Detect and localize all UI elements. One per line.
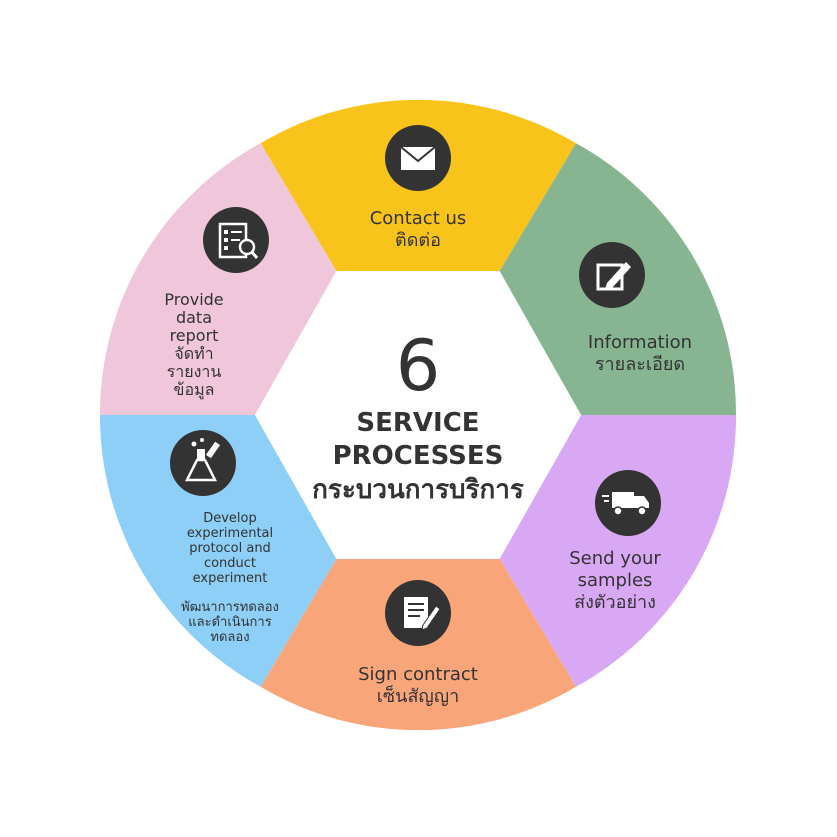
step-label-line: และดำเนินการ (188, 615, 271, 630)
step-label-line: data (176, 308, 212, 327)
contract-icon (385, 580, 451, 646)
step-label-line: report (170, 326, 219, 345)
envelope-icon (385, 125, 451, 191)
step-contact-us-label: Contact usติดต่อ (370, 208, 467, 251)
step-label-line: Information (588, 332, 692, 353)
truck-icon (595, 470, 661, 536)
report-icon (203, 207, 269, 273)
step-label-line: จัดทำ (174, 344, 213, 363)
step-label-line: protocol and (189, 541, 271, 556)
flask-icon (170, 430, 236, 496)
step-label-line: Sign contract (358, 664, 478, 685)
segment-send-samples (499, 415, 737, 687)
center-title-line2: PROCESSES (333, 441, 504, 471)
step-label-line: experiment (193, 571, 268, 586)
step-label-line: Contact us (370, 208, 467, 229)
step-label-line: ทดลอง (210, 630, 249, 645)
edit-icon (579, 242, 645, 308)
step-label-line: เซ็นสัญญา (377, 684, 459, 707)
step-label-line: ติดต่อ (395, 230, 441, 251)
center-number: 6 (396, 325, 441, 407)
step-label-line: Provide (164, 290, 223, 309)
step-label-line: conduct (204, 556, 256, 571)
step-label-line: Send your (569, 548, 661, 569)
step-label-line: ข้อมูล (174, 380, 215, 400)
center-hexagon (255, 271, 581, 559)
step-label-line: พัฒนาการทดลอง (181, 600, 279, 615)
segment-provide-report (99, 143, 337, 416)
step-label-line: รายละเอียด (595, 354, 685, 375)
step-label-line: experimental (187, 526, 273, 541)
segment-develop-experiment (99, 415, 337, 687)
step-label-line: Develop (203, 511, 257, 526)
step-label-line: ส่งตัวอย่าง (574, 592, 656, 613)
step-label-line: รายงาน (167, 362, 222, 381)
step-label-line: samples (578, 570, 653, 591)
center-title-line1: SERVICE (356, 408, 479, 438)
center-title-thai: กระบวนการบริการ (312, 475, 524, 505)
